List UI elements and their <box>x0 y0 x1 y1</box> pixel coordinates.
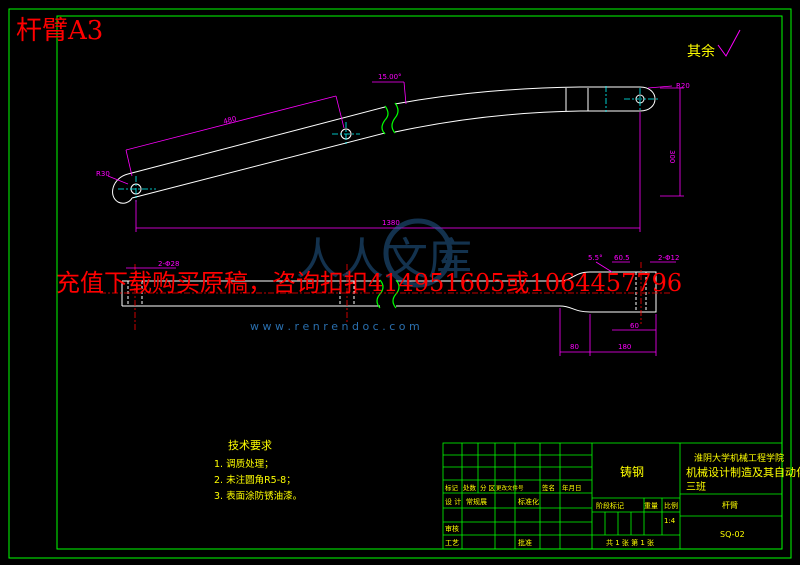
tb-sheets: 共 1 张 第 1 张 <box>606 538 654 547</box>
outer-border <box>8 8 792 559</box>
title-block <box>442 442 783 550</box>
dim-length-upper: 480 <box>222 115 237 126</box>
tb-major: 机械设计制造及其自动化 <box>686 465 800 479</box>
tb-header-6: 年月日 <box>562 483 582 492</box>
dim-total-length: 1380 <box>382 219 400 227</box>
tb-header-1: 标记 <box>445 483 459 492</box>
tb-school: 淮阴大学机械工程学院 <box>694 452 784 464</box>
tb-header-4: 更改文件号 <box>496 484 524 492</box>
front-view <box>112 86 656 204</box>
dim-height-right: 300 <box>668 150 676 163</box>
tb-scale: 1:4 <box>664 517 676 525</box>
dim-thickness-a: 60.5 <box>614 254 630 262</box>
watermark-banner: 充值下载购买原稿，咨询扣扣414951605或1064457796 <box>56 269 682 297</box>
dim-width-a: 60 <box>630 322 639 330</box>
tb-stage-label: 阶段标记 <box>596 501 624 510</box>
dim-width-b: 80 <box>570 343 579 351</box>
dimensions-front <box>107 81 684 232</box>
tech-req-item-1: 1. 调质处理； <box>214 458 274 470</box>
dim-width-c: 180 <box>618 343 631 351</box>
tb-header-3: 分 区 <box>480 483 496 492</box>
break-mark-front-right <box>391 102 399 134</box>
dim-holes-right: 2-Φ12 <box>658 254 679 262</box>
tb-header-5: 签名 <box>542 483 555 492</box>
tb-class: 三班 <box>686 481 706 493</box>
break-mark-top-right <box>392 279 400 309</box>
tb-weight-label: 重量 <box>644 502 658 510</box>
break-mark-top-left <box>376 279 384 309</box>
centerlines-front <box>118 86 660 202</box>
tb-process-label: 工艺 <box>445 539 459 547</box>
break-mark-front-left <box>381 105 389 135</box>
inner-border <box>56 15 783 550</box>
tb-part-name: 杆臂 <box>722 500 738 510</box>
tb-header-2: 处数 <box>463 483 477 492</box>
tech-req-title: 技术要求 <box>228 439 272 452</box>
dim-angle-small: 5.5° <box>588 254 603 262</box>
tb-review-label: 审核 <box>445 524 459 533</box>
centerlines-top <box>100 262 670 332</box>
dimensions-top <box>126 261 676 356</box>
dim-holes-left: 2-Φ28 <box>158 260 179 268</box>
tb-approve-label: 批准 <box>518 538 532 547</box>
tech-req-item-3: 3. 表面涂防锈油漆。 <box>214 490 302 502</box>
tb-scale-label: 比例 <box>664 501 678 510</box>
dim-angle: 15.00° <box>378 73 402 81</box>
watermark-logo: 人人文库 <box>296 218 472 288</box>
tb-standard-label: 标准化 <box>518 497 539 506</box>
tb-drawing-no: SQ-02 <box>720 530 745 539</box>
title-block-text: 铸钢 淮阴大学机械工程学院 机械设计制造及其自动化 三班 杆臂 SQ-02 比例… <box>445 452 800 547</box>
sheet-title: 杆臂A3 <box>16 16 103 46</box>
tb-material: 铸钢 <box>620 464 644 479</box>
tech-req-item-2: 2. 未注圆角R5-8； <box>214 474 296 486</box>
surface-note: 其余 <box>687 43 715 60</box>
tb-designer: 常规展 <box>466 497 487 506</box>
dim-radius-right: R20 <box>676 82 690 90</box>
watermark-url: w w w . r e n r e n d o c . c o m <box>250 320 420 333</box>
tb-design-label: 设 计 <box>445 497 461 506</box>
dim-radius-left: R30 <box>96 170 110 178</box>
roughness-symbol <box>717 29 741 57</box>
top-view <box>121 271 657 313</box>
watermark-logo-text: 人人文库 <box>296 234 472 285</box>
